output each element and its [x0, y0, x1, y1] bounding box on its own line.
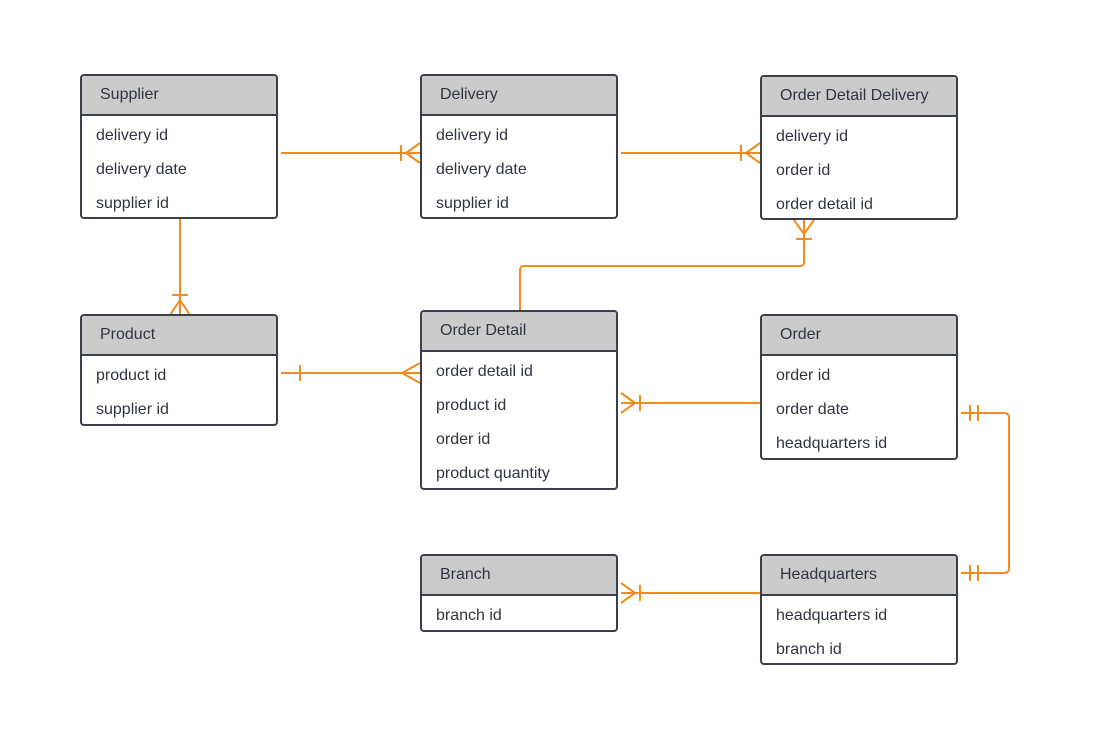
entity-title: Order	[762, 316, 956, 356]
entity-order[interactable]: Order order id order date headquarters i…	[760, 314, 958, 460]
entity-field: order detail id	[436, 363, 533, 380]
entity-field: product quantity	[436, 465, 550, 482]
crowfoot-many-icon	[401, 362, 421, 384]
entity-field: order id	[776, 162, 831, 179]
entity-field: delivery id	[436, 127, 509, 144]
entity-field: supplier id	[96, 401, 169, 418]
entity-title: Order Detail Delivery	[762, 77, 956, 117]
entity-field: delivery id	[96, 127, 169, 144]
entity-title: Delivery	[422, 76, 616, 116]
entity-field: product id	[96, 367, 167, 384]
entity-branch[interactable]: Branch branch id	[420, 554, 618, 632]
entity-field: supplier id	[96, 195, 169, 212]
entity-title: Product	[82, 316, 276, 356]
entity-field: delivery id	[776, 128, 849, 145]
entity-product[interactable]: Product product id supplier id	[80, 314, 278, 426]
entity-field: product id	[436, 397, 507, 414]
crowfoot-one-or-many-icon	[793, 219, 815, 240]
crowfoot-one-or-many-icon	[620, 582, 641, 604]
entity-field: order id	[436, 431, 491, 448]
entity-field: order detail id	[776, 196, 873, 213]
entity-field: branch id	[776, 641, 842, 658]
entity-field: branch id	[436, 607, 502, 624]
entity-field: headquarters id	[776, 607, 888, 624]
crowfoot-one-or-many-icon	[400, 142, 421, 164]
entity-field: order id	[776, 367, 831, 384]
rel-order-headquarters	[961, 412, 1010, 574]
entity-title: Supplier	[82, 76, 276, 116]
entity-headquarters[interactable]: Headquarters headquarters id branch id	[760, 554, 958, 665]
entity-supplier[interactable]: Supplier delivery id delivery date suppl…	[80, 74, 278, 219]
entity-field: supplier id	[436, 195, 509, 212]
crowfoot-one-or-many-icon	[169, 294, 191, 316]
entity-order-detail-delivery[interactable]: Order Detail Delivery delivery id order …	[760, 75, 958, 220]
entity-title: Branch	[422, 556, 616, 596]
rel-order-detail-order-detail-delivery	[519, 220, 805, 311]
entity-field: headquarters id	[776, 435, 888, 452]
crowfoot-one-or-many-icon	[740, 142, 761, 164]
entity-title: Headquarters	[762, 556, 956, 596]
entity-field: delivery date	[96, 161, 187, 178]
entity-order-detail[interactable]: Order Detail order detail id product id …	[420, 310, 618, 490]
entity-delivery[interactable]: Delivery delivery id delivery date suppl…	[420, 74, 618, 219]
exactly-one-icon	[969, 405, 979, 421]
exactly-one-icon	[969, 565, 979, 581]
entity-field: order date	[776, 401, 849, 418]
entity-field: delivery date	[436, 161, 527, 178]
entity-title: Order Detail	[422, 312, 616, 352]
crowfoot-one-or-many-icon	[620, 392, 641, 414]
